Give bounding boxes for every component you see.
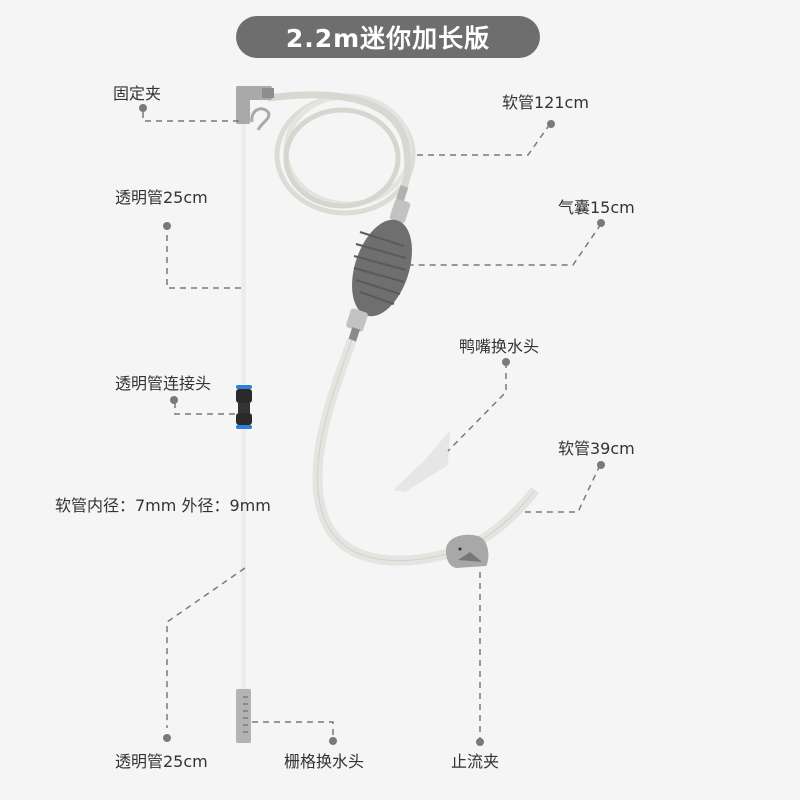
flow-clamp — [446, 534, 489, 568]
label-bulb: 气囊15cm — [558, 198, 635, 217]
clear-tube-bottom — [241, 429, 246, 689]
leader-dots — [139, 104, 605, 746]
duckbill-head — [393, 430, 450, 492]
lower-hose — [312, 338, 539, 566]
leader-lines — [142, 112, 602, 740]
label-hose-spec: 软管内径：7mm 外径：9mm — [55, 496, 271, 515]
label-connector: 透明管连接头 — [115, 374, 212, 393]
coiled-hose — [267, 91, 416, 216]
label-hose-121: 软管121cm — [502, 93, 589, 112]
label-clear-tube-bottom: 透明管25cm — [115, 752, 208, 771]
connector-fitting — [236, 385, 252, 429]
label-clear-tube-top: 透明管25cm — [115, 188, 208, 207]
title-pill: 2.2m迷你加长版 — [236, 16, 540, 58]
page-title: 2.2m迷你加长版 — [285, 24, 491, 53]
pump-bulb — [346, 185, 412, 343]
fixed-clip — [236, 86, 274, 131]
label-fixed-clip: 固定夹 — [113, 84, 162, 103]
label-flow-clamp: 止流夹 — [451, 752, 500, 771]
clear-tube-top — [241, 124, 246, 384]
label-grid-head: 栅格换水头 — [284, 752, 365, 771]
label-duckbill-head: 鸭嘴换水头 — [459, 337, 540, 356]
label-hose-39: 软管39cm — [558, 439, 635, 458]
grid-head — [236, 689, 251, 743]
